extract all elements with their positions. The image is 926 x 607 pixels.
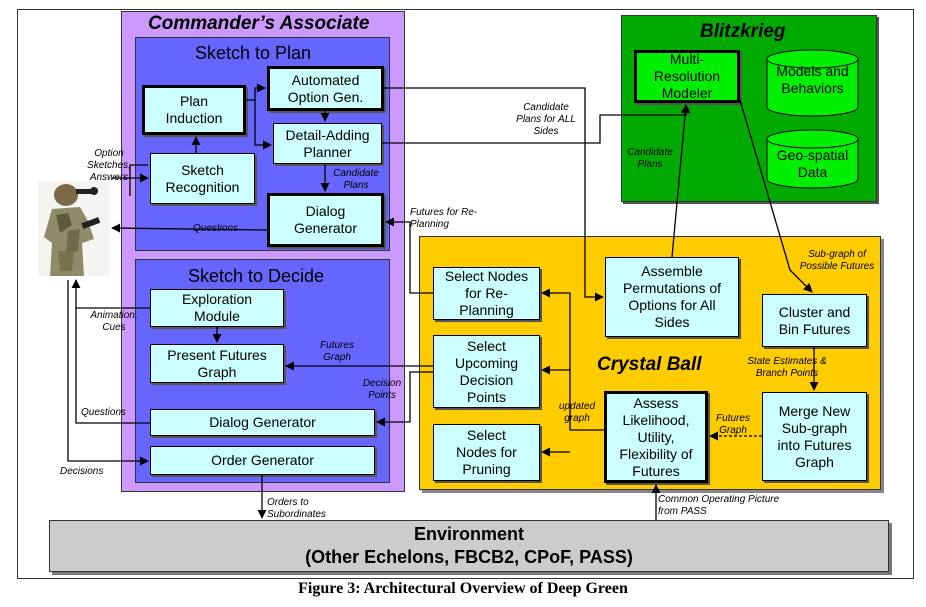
label-candidate-plans-all: Candidate Plans for ALL Sides bbox=[516, 102, 576, 137]
std-dialog-generator-box: Dialog Generator bbox=[150, 409, 375, 436]
sketch-to-decide-title: Sketch to Decide bbox=[188, 266, 325, 286]
environment-title: Environment bbox=[413, 524, 524, 544]
present-futures-graph-box: Present Futures Graph bbox=[150, 344, 284, 383]
label-candidate-plans-blitz: Candidate Plans bbox=[627, 147, 673, 170]
stp-dialog-generator-box: Dialog Generator bbox=[267, 193, 384, 247]
label-candidate-plans-small: Candidate Plans bbox=[333, 168, 379, 191]
order-generator-box: Order Generator bbox=[150, 446, 375, 475]
label-futures-graph-right: Futures Graph bbox=[716, 413, 750, 436]
soldier-figure-icon bbox=[38, 181, 110, 276]
label-questions-top: Questions bbox=[193, 223, 239, 234]
label-decisions: Decisions bbox=[60, 466, 104, 477]
label-updated-graph: updated graph bbox=[558, 401, 596, 424]
crystal-ball-title: Crystal Ball bbox=[597, 354, 702, 375]
label-common-operating-picture: Common Operating Picture from PASS bbox=[658, 494, 780, 517]
label-futures-graph-left: Futures Graph bbox=[320, 340, 354, 363]
multi-resolution-modeler-box: Multi-Resolution Modeler bbox=[634, 50, 740, 103]
blitzkrieg-title: Blitzkrieg bbox=[700, 21, 786, 42]
label-option-sketches: Option Sketches, Answers bbox=[87, 148, 131, 183]
assess-likelihood-box: Assess Likelihood, Utility, Flexibility … bbox=[604, 391, 708, 483]
label-decision-points: Decision Points bbox=[362, 378, 402, 401]
detail-adding-planner-box: Detail-Adding Planner bbox=[273, 123, 382, 164]
geo-spatial-label: Geo-spatial Data bbox=[776, 147, 849, 180]
sketch-to-plan-title: Sketch to Plan bbox=[195, 43, 312, 63]
label-subgraph-possible: Sub-graph of Possible Futures bbox=[799, 249, 875, 272]
automated-option-gen-box: Automated Option Gen. bbox=[267, 66, 384, 111]
label-orders-subordinates: Orders to Subordinates bbox=[267, 497, 326, 520]
exploration-module-box: Exploration Module bbox=[150, 289, 284, 327]
label-state-estimates: State Estimates & Branch Points bbox=[747, 356, 827, 379]
merge-new-subgraph-box: Merge New Sub-graph into Futures Graph bbox=[762, 392, 867, 481]
assemble-permutations-box: Assemble Permutations of Options for All… bbox=[605, 257, 739, 337]
plan-induction-box: Plan Induction bbox=[142, 85, 246, 135]
select-nodes-replanning-box: Select Nodes for Re-Planning bbox=[433, 267, 540, 320]
figure-caption: Figure 3: Architectural Overview of Deep… bbox=[298, 580, 628, 597]
models-behaviors-label: Models and Behaviors bbox=[776, 63, 849, 96]
commanders-associate-title: Commander’s Associate bbox=[148, 13, 370, 34]
select-upcoming-decision-box: Select Upcoming Decision Points bbox=[433, 335, 540, 408]
select-nodes-pruning-box: Select Nodes for Pruning bbox=[433, 424, 540, 481]
label-futures-replanning: Futures for Re-Planning bbox=[410, 207, 478, 230]
environment-subtitle: (Other Echelons, FBCB2, CPoF, PASS) bbox=[305, 547, 633, 567]
label-animation-cues: Animation, Cues bbox=[90, 310, 138, 333]
environment-box bbox=[49, 520, 889, 572]
sketch-recognition-box: Sketch Recognition bbox=[150, 153, 255, 204]
cluster-bin-box: Cluster and Bin Futures bbox=[762, 294, 867, 347]
label-questions-bottom: Questions bbox=[81, 407, 127, 418]
